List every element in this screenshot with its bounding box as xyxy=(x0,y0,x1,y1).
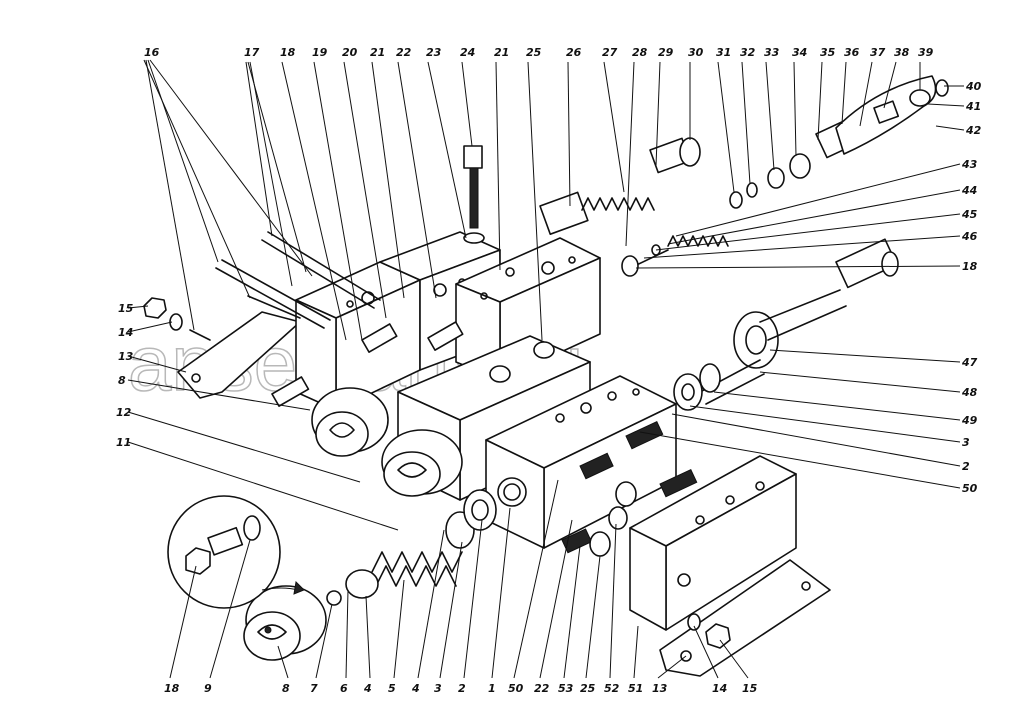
upper-right-small-parts xyxy=(729,75,949,209)
callout-right-3: 43 xyxy=(961,158,978,171)
callout-top-2: 18 xyxy=(280,46,296,59)
callout-top-17: 32 xyxy=(740,46,756,59)
callout-bottom-7: 4 xyxy=(411,682,420,695)
callout-bottom-5: 4 xyxy=(363,682,372,695)
callout-top-13: 28 xyxy=(632,46,648,59)
callout-top-5: 21 xyxy=(370,46,385,59)
spool-seals xyxy=(673,363,721,411)
valve-cover-upper xyxy=(311,387,389,457)
upper-right-spring xyxy=(539,137,701,235)
callout-right-2: 42 xyxy=(965,124,982,137)
callout-bottom-8: 3 xyxy=(434,682,442,695)
callout-bottom-6: 5 xyxy=(388,682,396,695)
detail-inset xyxy=(167,495,305,609)
hex-nuts xyxy=(143,297,731,649)
callout-right-11: 3 xyxy=(962,436,970,449)
callout-right-9: 48 xyxy=(961,386,978,399)
callout-top-21: 36 xyxy=(844,46,860,59)
callout-bottom-1: 9 xyxy=(204,682,212,695)
callout-top-8: 24 xyxy=(460,46,475,59)
callout-top-3: 19 xyxy=(312,46,328,59)
callout-labels-top: 16 17 18 19 20 21 22 23 24 21 25 26 27 28 29 30 31 32 33 34… xyxy=(144,46,934,59)
callout-bottom-17: 13 xyxy=(652,682,668,695)
callout-right-13: 50 xyxy=(962,482,978,495)
callout-bottom-15: 52 xyxy=(604,682,620,695)
exploded-spring xyxy=(326,489,497,606)
callout-bottom-16: 51 xyxy=(628,682,643,695)
callout-right-1: 41 xyxy=(965,100,981,113)
right-mounting-bracket xyxy=(659,559,831,677)
leader-lines xyxy=(127,59,965,679)
callout-top-11: 26 xyxy=(566,46,582,59)
upper-bolt xyxy=(463,145,485,244)
callout-top-1: 17 xyxy=(244,46,260,59)
callout-top-10: 25 xyxy=(526,46,542,59)
callout-top-24: 39 xyxy=(918,46,934,59)
callout-bottom-13: 53 xyxy=(558,682,574,695)
callout-bottom-19: 15 xyxy=(742,682,758,695)
callout-top-18: 33 xyxy=(764,46,780,59)
callout-bottom-2: 8 xyxy=(282,682,290,695)
valve-cover-exploded xyxy=(243,585,327,661)
callout-top-23: 38 xyxy=(894,46,910,59)
callout-left-3: 8 xyxy=(118,374,126,387)
callout-left-2: 13 xyxy=(118,350,134,363)
callout-top-4: 20 xyxy=(342,46,358,59)
callout-top-7: 23 xyxy=(426,46,442,59)
studs-lower xyxy=(561,420,698,557)
left-mounting-bracket xyxy=(177,311,301,399)
callout-right-10: 49 xyxy=(961,414,978,427)
callout-bottom-12: 22 xyxy=(534,682,550,695)
callout-left-0: 15 xyxy=(118,302,134,315)
callout-bottom-10: 1 xyxy=(488,682,496,695)
callout-right-8: 47 xyxy=(961,356,978,369)
callout-bottom-11: 50 xyxy=(508,682,524,695)
tie-bolts xyxy=(189,231,381,341)
callout-left-1: 14 xyxy=(118,326,133,339)
callout-bottom-9: 2 xyxy=(458,682,466,695)
callout-right-4: 44 xyxy=(961,184,977,197)
callout-bottom-0: 18 xyxy=(164,682,180,695)
callout-right-12: 2 xyxy=(962,460,970,473)
callout-left-4: 12 xyxy=(116,406,132,419)
callout-right-0: 40 xyxy=(965,80,982,93)
right-end-plate xyxy=(629,455,797,631)
callout-right-7: 18 xyxy=(962,260,978,273)
callout-top-6: 22 xyxy=(396,46,412,59)
callout-labels-right: 40 41 42 43 44 45 46 18 47 48 49 3 2 50 xyxy=(961,80,982,495)
callout-top-12: 27 xyxy=(602,46,618,59)
callout-right-5: 45 xyxy=(961,208,978,221)
callout-left-5: 11 xyxy=(116,436,131,449)
callout-top-0: 16 xyxy=(144,46,160,59)
callout-bottom-4: 6 xyxy=(340,682,348,695)
callout-top-9: 21 xyxy=(494,46,509,59)
callout-bottom-3: 7 xyxy=(310,682,318,695)
callout-bottom-18: 14 xyxy=(712,682,727,695)
callout-top-15: 30 xyxy=(688,46,704,59)
callout-labels-left: 15 14 13 8 12 11 xyxy=(116,302,134,449)
callout-top-19: 34 xyxy=(792,46,807,59)
valve-cover-middle xyxy=(381,429,463,497)
adjusting-screws xyxy=(271,321,555,407)
spool-assembly xyxy=(699,238,899,405)
pin-spring-assembly xyxy=(621,235,729,277)
callout-top-20: 35 xyxy=(820,46,836,59)
callout-bottom-14: 25 xyxy=(580,682,596,695)
callout-top-14: 29 xyxy=(658,46,674,59)
callout-top-22: 37 xyxy=(870,46,886,59)
callout-right-6: 46 xyxy=(961,230,978,243)
callout-top-16: 31 xyxy=(716,46,731,59)
callout-labels-bottom: 18 9 8 7 6 4 5 4 3 2 1 50 22 53 25 52 51 13 14 15 xyxy=(164,682,758,695)
